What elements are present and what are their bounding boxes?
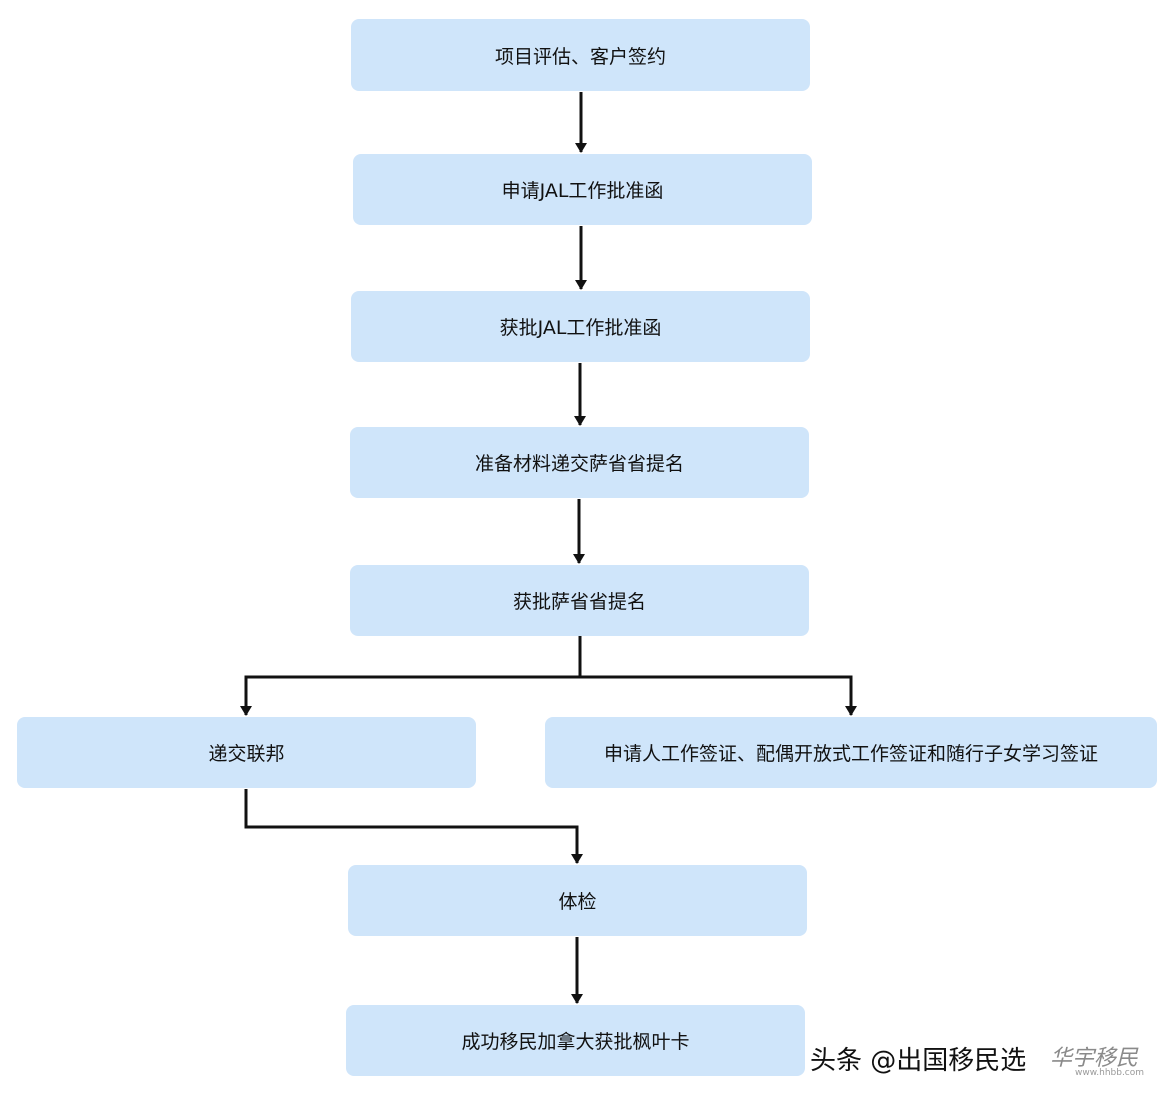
arrow-step5-step6a — [240, 636, 582, 716]
step-apply-jal: 申请JAL工作批准函 — [353, 154, 812, 225]
step-permanent-residence: 成功移民加拿大获批枫叶卡 — [346, 1005, 805, 1076]
step-jal-approved: 获批JAL工作批准函 — [351, 291, 810, 362]
step-work-study-permits: 申请人工作签证、配偶开放式工作签证和随行子女学习签证 — [545, 717, 1157, 788]
watermark-url: www.hhbb.com — [1075, 1068, 1145, 1078]
step-submit-federal: 递交联邦 — [17, 717, 476, 788]
arrow-step6a-step7 — [244, 789, 583, 864]
step-label: 获批萨省省提名 — [512, 591, 646, 613]
step-medical-exam: 体检 — [348, 865, 807, 936]
watermark-text: 头条 @出国移民选 — [810, 1046, 1027, 1076]
step-nomination-approved: 获批萨省省提名 — [350, 565, 809, 636]
step-label: 申请JAL工作批准函 — [501, 180, 664, 202]
step-label: 申请人工作签证、配偶开放式工作签证和随行子女学习签证 — [603, 743, 1098, 765]
step-submit-nomination: 准备材料递交萨省省提名 — [350, 427, 809, 498]
step-project-evaluation: 项目评估、客户签约 — [351, 19, 810, 91]
step-label: 递交联邦 — [208, 743, 285, 765]
step-label: 体检 — [558, 891, 597, 913]
step-label: 项目评估、客户签约 — [494, 45, 666, 68]
arrow-step5-step6b — [580, 675, 857, 716]
watermark-stamp: 华宇移民 — [1050, 1046, 1139, 1071]
step-label: 准备材料递交萨省省提名 — [474, 453, 684, 475]
step-label: 成功移民加拿大获批枫叶卡 — [461, 1031, 690, 1053]
step-label: 获批JAL工作批准函 — [499, 317, 662, 339]
